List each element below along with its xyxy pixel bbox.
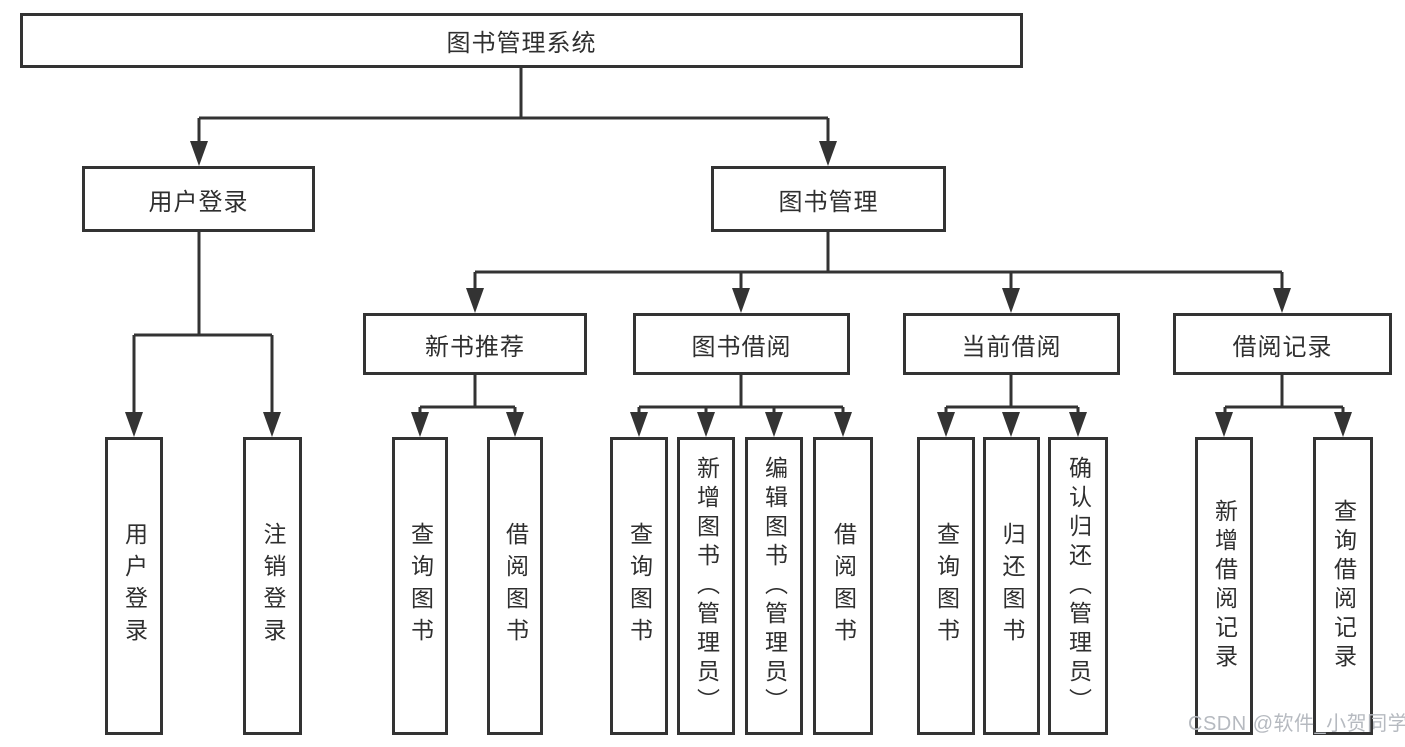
node-leaf-logout: 注销登录 bbox=[243, 437, 302, 735]
arrowhead bbox=[190, 141, 208, 166]
arrowhead bbox=[125, 412, 143, 437]
arrowhead bbox=[411, 412, 429, 437]
node-label: 查询图书 bbox=[407, 522, 434, 650]
node-leaf-query-books-recommend: 查询图书 bbox=[392, 437, 448, 735]
node-leaf-query-books-current: 查询图书 bbox=[917, 437, 975, 735]
node-label: 归还图书 bbox=[999, 522, 1025, 650]
arrowhead bbox=[819, 141, 837, 166]
node-leaf-borrow-books-recommend: 借阅图书 bbox=[487, 437, 543, 735]
arrowhead bbox=[1334, 412, 1352, 437]
node-borrow-records: 借阅记录 bbox=[1173, 313, 1392, 375]
node-leaf-borrow-books: 借阅图书 bbox=[813, 437, 873, 735]
node-new-book-recommend: 新书推荐 bbox=[363, 313, 587, 375]
arrowhead bbox=[1002, 412, 1020, 437]
node-leaf-query-borrow-record: 查询借阅记录 bbox=[1313, 437, 1373, 735]
node-book-management-branch: 图书管理 bbox=[711, 166, 946, 232]
node-library-management-system: 图书管理系统 bbox=[20, 13, 1023, 68]
arrowhead bbox=[697, 412, 715, 437]
node-label: 确认归还（管理员） bbox=[1065, 455, 1092, 717]
arrowhead bbox=[1002, 288, 1020, 313]
node-leaf-query-books-borrow: 查询图书 bbox=[610, 437, 668, 735]
connector-path bbox=[132, 68, 1345, 415]
arrowhead bbox=[732, 288, 750, 313]
node-label: 新增图书（管理员） bbox=[693, 455, 720, 717]
node-current-borrow: 当前借阅 bbox=[903, 313, 1120, 375]
node-leaf-add-borrow-record: 新增借阅记录 bbox=[1195, 437, 1253, 735]
node-label: 用户登录 bbox=[121, 522, 148, 650]
arrowhead bbox=[1273, 288, 1291, 313]
arrowhead bbox=[263, 412, 281, 437]
node-label: 查询图书 bbox=[626, 522, 653, 650]
node-label: 借阅图书 bbox=[502, 522, 529, 650]
node-label: 编辑图书（管理员） bbox=[761, 455, 788, 717]
node-leaf-confirm-return-admin: 确认归还（管理员） bbox=[1048, 437, 1108, 735]
watermark: CSDN @软件_小贺同学 bbox=[1188, 713, 1405, 735]
node-label: 注销登录 bbox=[260, 522, 286, 650]
arrowhead bbox=[630, 412, 648, 437]
node-book-borrow: 图书借阅 bbox=[633, 313, 850, 375]
node-label: 新增借阅记录 bbox=[1211, 499, 1238, 673]
arrowhead bbox=[466, 288, 484, 313]
node-leaf-user-login: 用户登录 bbox=[105, 437, 163, 735]
node-leaf-edit-books-admin: 编辑图书（管理员） bbox=[745, 437, 803, 735]
node-leaf-add-books-admin: 新增图书（管理员） bbox=[677, 437, 735, 735]
arrowhead bbox=[834, 412, 852, 437]
node-leaf-return-books: 归还图书 bbox=[983, 437, 1040, 735]
arrowhead bbox=[1215, 412, 1233, 437]
arrowhead bbox=[1069, 412, 1087, 437]
arrowhead bbox=[937, 412, 955, 437]
arrowhead bbox=[765, 412, 783, 437]
node-user-login-branch: 用户登录 bbox=[82, 166, 315, 232]
node-label: 查询借阅记录 bbox=[1330, 499, 1357, 673]
arrowhead bbox=[506, 412, 524, 437]
node-label: 借阅图书 bbox=[830, 522, 857, 650]
node-label: 查询图书 bbox=[933, 522, 960, 650]
